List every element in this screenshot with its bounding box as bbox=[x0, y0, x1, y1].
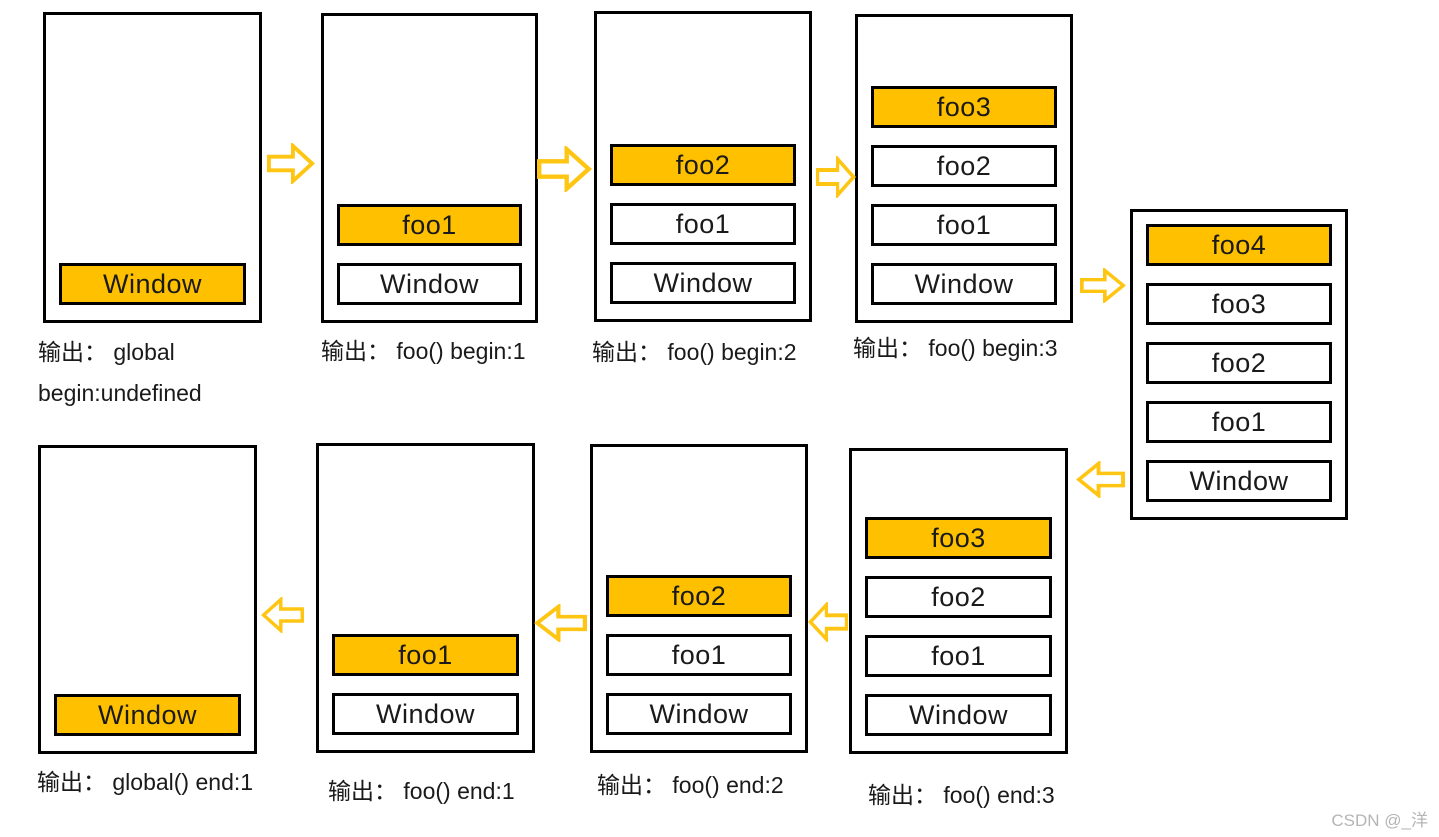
csdn-watermark: CSDN @_洋 bbox=[1331, 811, 1428, 830]
caption-line: 输出： foo() end:3 bbox=[868, 782, 1055, 808]
stack-item-foo1: foo1 bbox=[337, 204, 522, 246]
stack-item-foo2: foo2 bbox=[865, 576, 1052, 618]
stack-item-label: foo2 bbox=[936, 150, 992, 181]
stack-item-foo3: foo3 bbox=[1146, 283, 1332, 325]
stack-item-window: Window bbox=[606, 693, 792, 735]
caption-foo-end-1: 输出： foo() end:1 bbox=[328, 771, 515, 812]
caption-line: 输出： global bbox=[38, 339, 175, 365]
stack-item-foo2: foo2 bbox=[610, 144, 796, 186]
left-arrow-icon bbox=[1076, 461, 1125, 498]
stack-item-foo2: foo2 bbox=[871, 145, 1057, 187]
caption-global-end-1: 输出： global() end:1 bbox=[37, 762, 253, 803]
stack-item-foo3: foo3 bbox=[871, 86, 1057, 128]
stack-item-label: foo1 bbox=[402, 209, 457, 240]
stack-item-label: foo1 bbox=[931, 640, 986, 671]
stack-item-label: foo3 bbox=[1211, 288, 1267, 319]
caption-line: 输出： foo() begin:3 bbox=[853, 335, 1058, 361]
left-arrow-icon bbox=[808, 602, 848, 642]
stack-frame-global-begin: Window bbox=[43, 12, 262, 323]
stack-item-window: Window bbox=[871, 263, 1057, 305]
stack-item-label: Window bbox=[653, 267, 753, 298]
caption-line: 输出： foo() begin:2 bbox=[592, 339, 797, 365]
stack-item-foo3: foo3 bbox=[865, 517, 1052, 559]
caption-line: begin:undefined bbox=[38, 380, 202, 406]
stack-item-label: Window bbox=[102, 268, 203, 299]
left-arrow-icon bbox=[534, 604, 587, 642]
stack-item-label: Window bbox=[649, 698, 749, 729]
stack-item-window: Window bbox=[1146, 460, 1332, 502]
stack-item-label: Window bbox=[379, 268, 480, 299]
stack-item-label: foo1 bbox=[936, 209, 992, 240]
caption-foo-end-2: 输出： foo() end:2 bbox=[597, 765, 784, 806]
stack-item-foo2: foo2 bbox=[606, 575, 792, 617]
stack-item-foo1: foo1 bbox=[865, 635, 1052, 677]
stack-item-foo1: foo1 bbox=[332, 634, 519, 676]
stack-item-label: foo4 bbox=[1211, 229, 1267, 260]
caption-line: 输出： foo() end:1 bbox=[328, 778, 515, 804]
right-arrow-icon bbox=[1080, 268, 1126, 303]
caption-foo-begin-2: 输出： foo() begin:2 bbox=[592, 332, 797, 373]
stack-item-foo1: foo1 bbox=[606, 634, 792, 676]
stack-item-label: foo2 bbox=[675, 149, 731, 180]
stack-item-window: Window bbox=[610, 262, 796, 304]
stack-item-window: Window bbox=[59, 263, 246, 305]
caption-global-begin: 输出： global begin:undefined bbox=[38, 332, 202, 414]
stack-item-label: foo2 bbox=[931, 581, 986, 612]
stack-item-foo1: foo1 bbox=[610, 203, 796, 245]
stack-slots: Window bbox=[41, 448, 254, 751]
stack-item-label: foo1 bbox=[675, 208, 731, 239]
caption-line: 输出： global() end:1 bbox=[37, 769, 254, 795]
stack-frame-global-end: Window bbox=[38, 445, 257, 754]
right-arrow-icon bbox=[816, 156, 856, 198]
left-arrow-icon bbox=[261, 597, 304, 633]
stack-item-label: Window bbox=[914, 268, 1014, 299]
stack-item-label: foo1 bbox=[671, 639, 727, 670]
caption-foo-begin-3: 输出： foo() begin:3 bbox=[853, 328, 1058, 369]
stack-item-label: foo1 bbox=[398, 639, 453, 670]
stack-item-label: foo2 bbox=[671, 580, 727, 611]
stack-item-label: foo3 bbox=[931, 522, 986, 553]
caption-foo-end-3: 输出： foo() end:3 bbox=[868, 775, 1055, 816]
right-arrow-icon bbox=[537, 146, 592, 192]
stack-item-label: foo2 bbox=[1211, 347, 1267, 378]
stack-item-window: Window bbox=[337, 263, 522, 305]
stack-item-label: Window bbox=[375, 698, 476, 729]
stack-item-label: Window bbox=[97, 699, 198, 730]
stack-item-window: Window bbox=[332, 693, 519, 735]
stack-item-foo2: foo2 bbox=[1146, 342, 1332, 384]
stack-item-foo1: foo1 bbox=[871, 204, 1057, 246]
stack-item-label: foo1 bbox=[1211, 406, 1267, 437]
stack-item-foo4: foo4 bbox=[1146, 224, 1332, 266]
stack-item-label: Window bbox=[1189, 465, 1289, 496]
caption-line: 输出： foo() begin:1 bbox=[321, 338, 526, 364]
stack-item-foo1: foo1 bbox=[1146, 401, 1332, 443]
stack-item-label: Window bbox=[908, 699, 1009, 730]
stack-item-window: Window bbox=[865, 694, 1052, 736]
stack-slots: Window bbox=[46, 15, 259, 320]
right-arrow-icon bbox=[267, 143, 315, 184]
stack-item-label: foo3 bbox=[936, 91, 992, 122]
stack-item-window: Window bbox=[54, 694, 241, 736]
caption-line: 输出： foo() end:2 bbox=[597, 772, 784, 798]
caption-foo-begin-1: 输出： foo() begin:1 bbox=[321, 331, 526, 372]
